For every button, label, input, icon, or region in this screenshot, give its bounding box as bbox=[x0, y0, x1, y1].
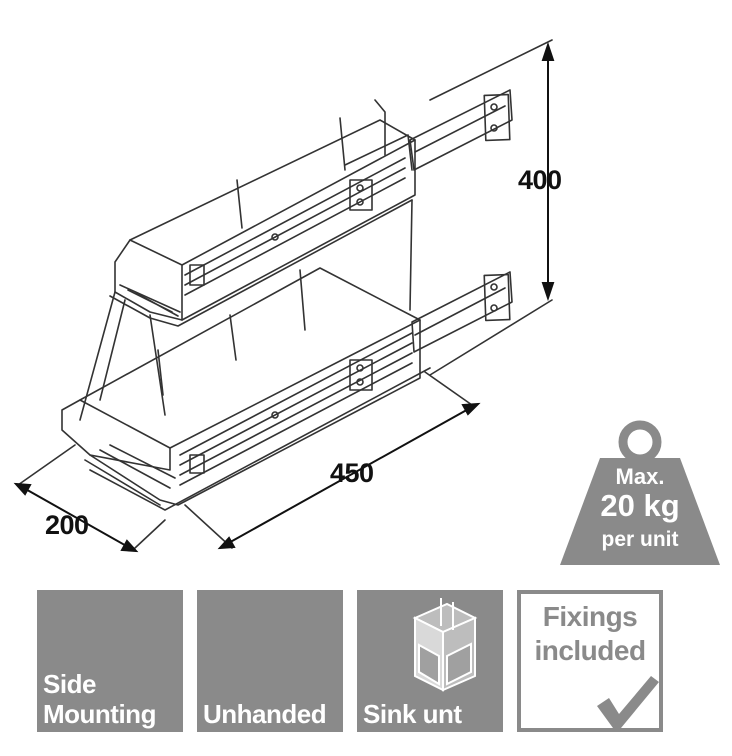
weight-icon bbox=[560, 420, 720, 565]
tile-sink-unit-line1: Sink unt bbox=[363, 699, 462, 729]
dimension-height-label: 400 bbox=[518, 165, 562, 195]
tile-fixings-included: Fixings included bbox=[517, 590, 663, 732]
tile-side-mounting-line2: Mounting bbox=[43, 699, 156, 729]
weight-unit-text: per unit bbox=[601, 528, 679, 551]
tile-side-mounting: Side Mounting bbox=[37, 590, 183, 732]
dimension-length-label: 450 bbox=[330, 458, 374, 488]
tile-fixings-line2: included bbox=[534, 635, 646, 666]
tile-side-mounting-line1: Side bbox=[43, 669, 96, 699]
weight-max-text: Max. bbox=[615, 464, 665, 489]
basket-drawing bbox=[13, 39, 555, 553]
tile-sink-unit: Sink unt bbox=[357, 590, 503, 732]
checkmark-icon bbox=[597, 676, 659, 728]
tile-unhanded: Unhanded bbox=[197, 590, 343, 732]
sink-unit-icon bbox=[412, 598, 478, 692]
tile-fixings-line1: Fixings bbox=[542, 601, 638, 632]
tile-unhanded-line1: Unhanded bbox=[203, 699, 327, 729]
max-weight-badge: Max. 20 kg per unit bbox=[550, 420, 730, 570]
weight-value-text: 20 kg bbox=[600, 488, 680, 523]
dimension-width-label: 200 bbox=[45, 510, 89, 540]
